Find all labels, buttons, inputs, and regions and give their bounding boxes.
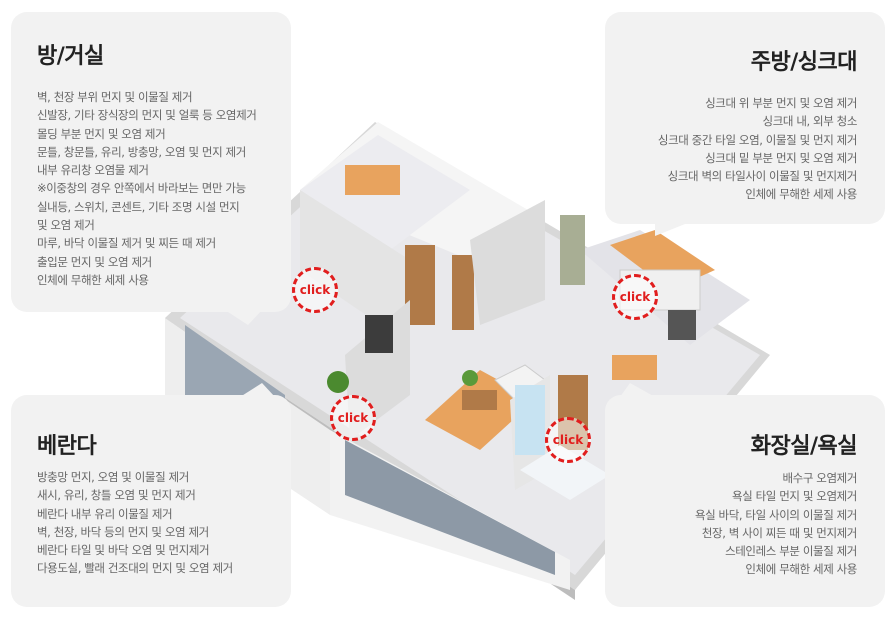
- list-item: 스테인레스 부분 이물질 제거: [725, 544, 857, 559]
- bubble-tail-bath: [620, 383, 655, 397]
- study-left-wall: [300, 190, 410, 345]
- list-item: 몰딩 부분 먼지 및 오염 제거: [37, 126, 166, 141]
- list-item: 신발장, 기타 장식장의 먼지 및 얼룩 등 오염제거: [37, 108, 257, 123]
- list-item: 새시, 유리, 창틀 오염 및 먼지 제거: [37, 488, 196, 503]
- kitchen-info-bubble: 주방/싱크대 싱크대 위 부분 먼지 및 오염 제거 싱크대 내, 외부 청소 …: [605, 12, 885, 224]
- kitchen-task-list: 싱크대 위 부분 먼지 및 오염 제거 싱크대 내, 외부 청소 싱크대 중간 …: [657, 94, 858, 204]
- center-wall: [470, 200, 545, 325]
- living-room-task-list: 벽, 천장 부위 먼지 및 이물질 제거 신발장, 기타 장식장의 먼지 및 얼…: [37, 88, 257, 289]
- list-item: 인체에 무해한 세제 사용: [37, 272, 149, 287]
- list-item: 인체에 무해한 세제 사용: [745, 187, 857, 202]
- list-item: 싱크대 밑 부분 먼지 및 오염 제거: [705, 150, 857, 165]
- front-window-glass: [345, 440, 555, 575]
- list-item: 베란다 타일 및 바닥 오염 및 먼지제거: [37, 543, 210, 558]
- plant-living: [462, 370, 478, 386]
- living-room-title: 방/거실: [37, 44, 104, 69]
- bathroom-floor: [520, 445, 610, 500]
- list-item: 욕실 타일 먼지 및 오염제거: [731, 489, 857, 504]
- list-item: 마루, 바닥 이물질 제거 및 찌든 때 제거: [37, 236, 216, 251]
- bubble-tail-kitchen: [655, 222, 690, 236]
- balcony-click-hotspot[interactable]: click: [330, 395, 376, 441]
- tv: [365, 315, 393, 353]
- kitchen-title: 주방/싱크대: [750, 50, 858, 75]
- bathroom-click-hotspot[interactable]: click: [545, 417, 591, 463]
- kitchen-stove: [668, 310, 696, 340]
- list-item: 내부 유리창 오염물 제거: [37, 163, 149, 178]
- kitchen-door: [560, 215, 585, 285]
- list-item: 및 오염 제거: [37, 218, 95, 233]
- bubble-tail-balcony: [240, 383, 275, 397]
- plant-balcony: [327, 371, 349, 393]
- list-item: 실내등, 스위치, 콘센트, 기타 조명 시설 먼지: [37, 199, 240, 214]
- kitchen-table: [612, 355, 657, 380]
- balcony-task-list: 방충망 먼지, 오염 및 이물질 제거 새시, 유리, 창틀 오염 및 먼지 제…: [37, 468, 233, 578]
- study-desk: [345, 165, 400, 195]
- balcony-title: 베란다: [37, 434, 97, 459]
- living-room-click-hotspot[interactable]: click: [292, 267, 338, 313]
- list-item: ※이중창의 경우 안쪽에서 바라보는 면만 가능: [37, 181, 246, 196]
- list-item: 다용도실, 빨래 건조대의 먼지 및 오염 제거: [37, 561, 233, 576]
- bathroom-task-list: 배수구 오염제거 욕실 타일 먼지 및 오염제거 욕실 바닥, 타일 사이의 이…: [695, 469, 857, 579]
- bathroom-info-bubble: 화장실/욕실 배수구 오염제거 욕실 타일 먼지 및 오염제거 욕실 바닥, 타…: [605, 395, 885, 607]
- list-item: 방충망 먼지, 오염 및 이물질 제거: [37, 470, 189, 484]
- list-item: 싱크대 벽의 타일사이 이물질 및 먼지제거: [667, 169, 858, 184]
- list-item: 싱크대 위 부분 먼지 및 오염 제거: [705, 96, 857, 110]
- balcony-info-bubble: 베란다 방충망 먼지, 오염 및 이물질 제거 새시, 유리, 창틀 오염 및 …: [11, 395, 291, 607]
- living-room-info-bubble: 방/거실 벽, 천장 부위 먼지 및 이물질 제거 신발장, 기타 장식장의 먼…: [11, 12, 291, 312]
- list-item: 욕실 바닥, 타일 사이의 이물질 제거: [694, 507, 857, 522]
- list-item: 출입문 먼지 및 오염 제거: [37, 254, 152, 269]
- list-item: 싱크대 내, 외부 청소: [762, 114, 858, 129]
- list-item: 인체에 무해한 세제 사용: [745, 562, 857, 577]
- list-item: 벽, 천장 부위 먼지 및 이물질 제거: [37, 90, 193, 104]
- bubble-tail-living: [225, 310, 262, 325]
- coffee-table: [462, 390, 497, 410]
- bathroom-glass: [515, 385, 545, 455]
- study-door-2: [452, 255, 474, 330]
- list-item: 베란다 내부 유리 이물질 제거: [37, 506, 173, 521]
- list-item: 싱크대 중간 타일 오염, 이물질 및 먼지 제거: [657, 132, 858, 147]
- list-item: 천장, 벽 사이 찌든 때 및 먼지제거: [701, 525, 858, 540]
- list-item: 배수구 오염제거: [782, 471, 857, 485]
- kitchen-click-hotspot[interactable]: click: [612, 274, 658, 320]
- list-item: 벽, 천장, 바닥 등의 먼지 및 오염 제거: [37, 524, 209, 539]
- list-item: 문틀, 창문틀, 유리, 방충망, 오염 및 먼지 제거: [37, 144, 246, 159]
- bathroom-title: 화장실/욕실: [750, 434, 858, 459]
